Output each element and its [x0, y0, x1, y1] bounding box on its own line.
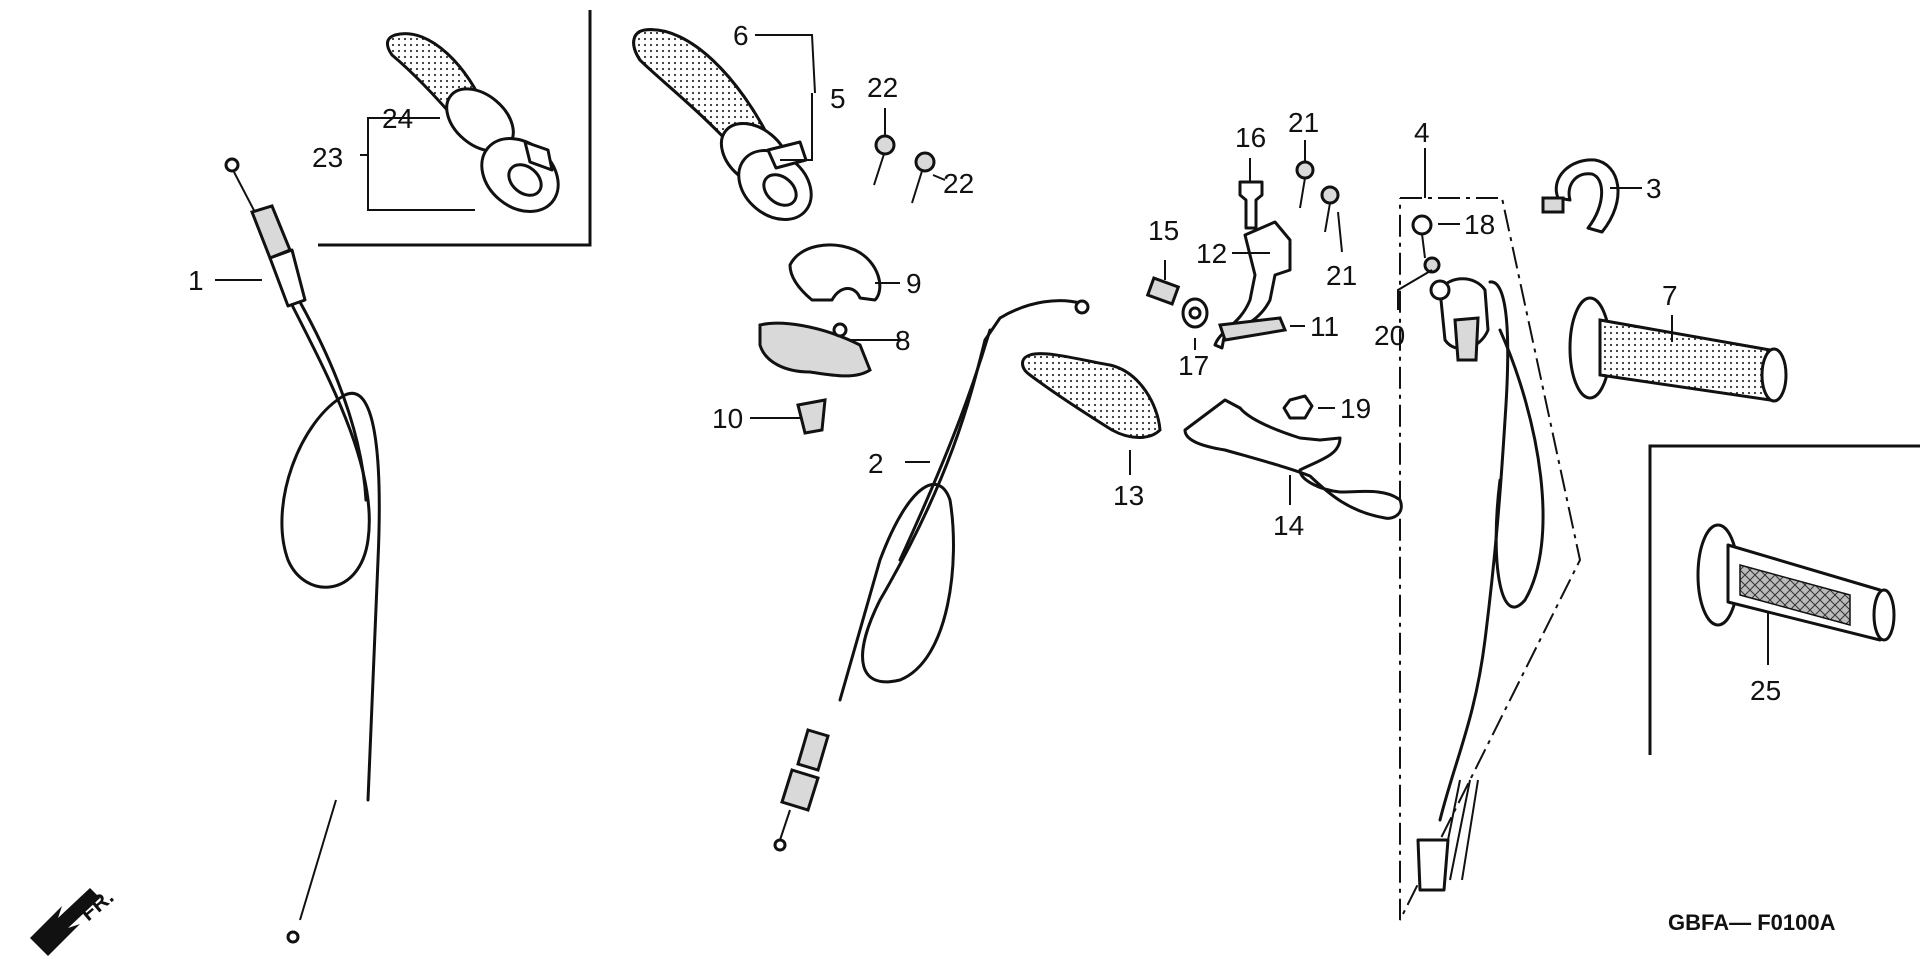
front-direction-indicator: FR.: [30, 884, 118, 956]
callout-23: 23: [312, 142, 343, 173]
fastener-21: [1295, 160, 1340, 233]
callout-8: 8: [895, 325, 911, 356]
callout-22-top: 22: [867, 72, 898, 103]
callout-3: 3: [1646, 173, 1662, 204]
callout-7: 7: [1662, 280, 1678, 311]
inset-frame-25: [1648, 444, 1920, 755]
fastener-22: [873, 134, 936, 204]
fastener-16: [1238, 180, 1264, 230]
drawing-code: GBFA— F0100A: [1668, 910, 1836, 935]
callout-18: 18: [1464, 209, 1495, 240]
callout-13: 13: [1113, 480, 1144, 511]
assembly-outline-4: [1399, 197, 1582, 921]
callout-21-top: 21: [1288, 107, 1319, 138]
part-7-grip: [1568, 296, 1788, 403]
callout-19: 19: [1340, 393, 1371, 424]
part-4-switch-assembly: [1416, 277, 1545, 892]
callout-25: 25: [1750, 675, 1781, 706]
callout-1: 1: [188, 265, 204, 296]
fastener-19: [1282, 394, 1314, 420]
part-13-lever-cover: [1021, 352, 1162, 439]
fastener-17: [1181, 297, 1209, 329]
callout-16: 16: [1235, 122, 1266, 153]
inset-frame-23-24: [318, 10, 592, 247]
callout-9: 9: [906, 268, 922, 299]
part-25-grip: [1696, 523, 1896, 642]
part-3-clamp: [1541, 158, 1620, 234]
fastener-20: [1423, 256, 1451, 301]
callout-5: 5: [830, 83, 846, 114]
leader-lines: [215, 34, 1769, 665]
part-8-9-10-throttle-housing: [758, 243, 882, 435]
callout-14: 14: [1273, 510, 1304, 541]
callout-24: 24: [382, 103, 413, 134]
part-14-lever: [1183, 398, 1403, 520]
fastener-18: [1411, 214, 1433, 259]
part-11-12-bracket: [1213, 220, 1292, 350]
callout-4: 4: [1414, 117, 1430, 148]
callouts: 1 2 3 4 5 6 7 8 9 10 11 12 13 14 15 16 1…: [188, 20, 1781, 706]
part-1-throttle-cable: [224, 157, 381, 944]
front-label: FR.: [75, 884, 118, 926]
part-5-6-throttle-grip: [632, 28, 813, 221]
part-2-cable: [773, 299, 1090, 852]
callout-6: 6: [733, 20, 749, 51]
callout-17: 17: [1178, 350, 1209, 381]
callout-15: 15: [1148, 215, 1179, 246]
callout-22-bottom: 22: [943, 168, 974, 199]
callout-10: 10: [712, 403, 743, 434]
callout-21-bottom: 21: [1326, 260, 1357, 291]
part-23-24-alt-grip: [386, 32, 560, 213]
callout-11: 11: [1310, 311, 1339, 342]
callout-2: 2: [868, 448, 884, 479]
callout-12: 12: [1196, 238, 1227, 269]
front-arrow-icon: [30, 888, 100, 956]
callout-20: 20: [1374, 320, 1405, 351]
fastener-15: [1145, 276, 1181, 306]
